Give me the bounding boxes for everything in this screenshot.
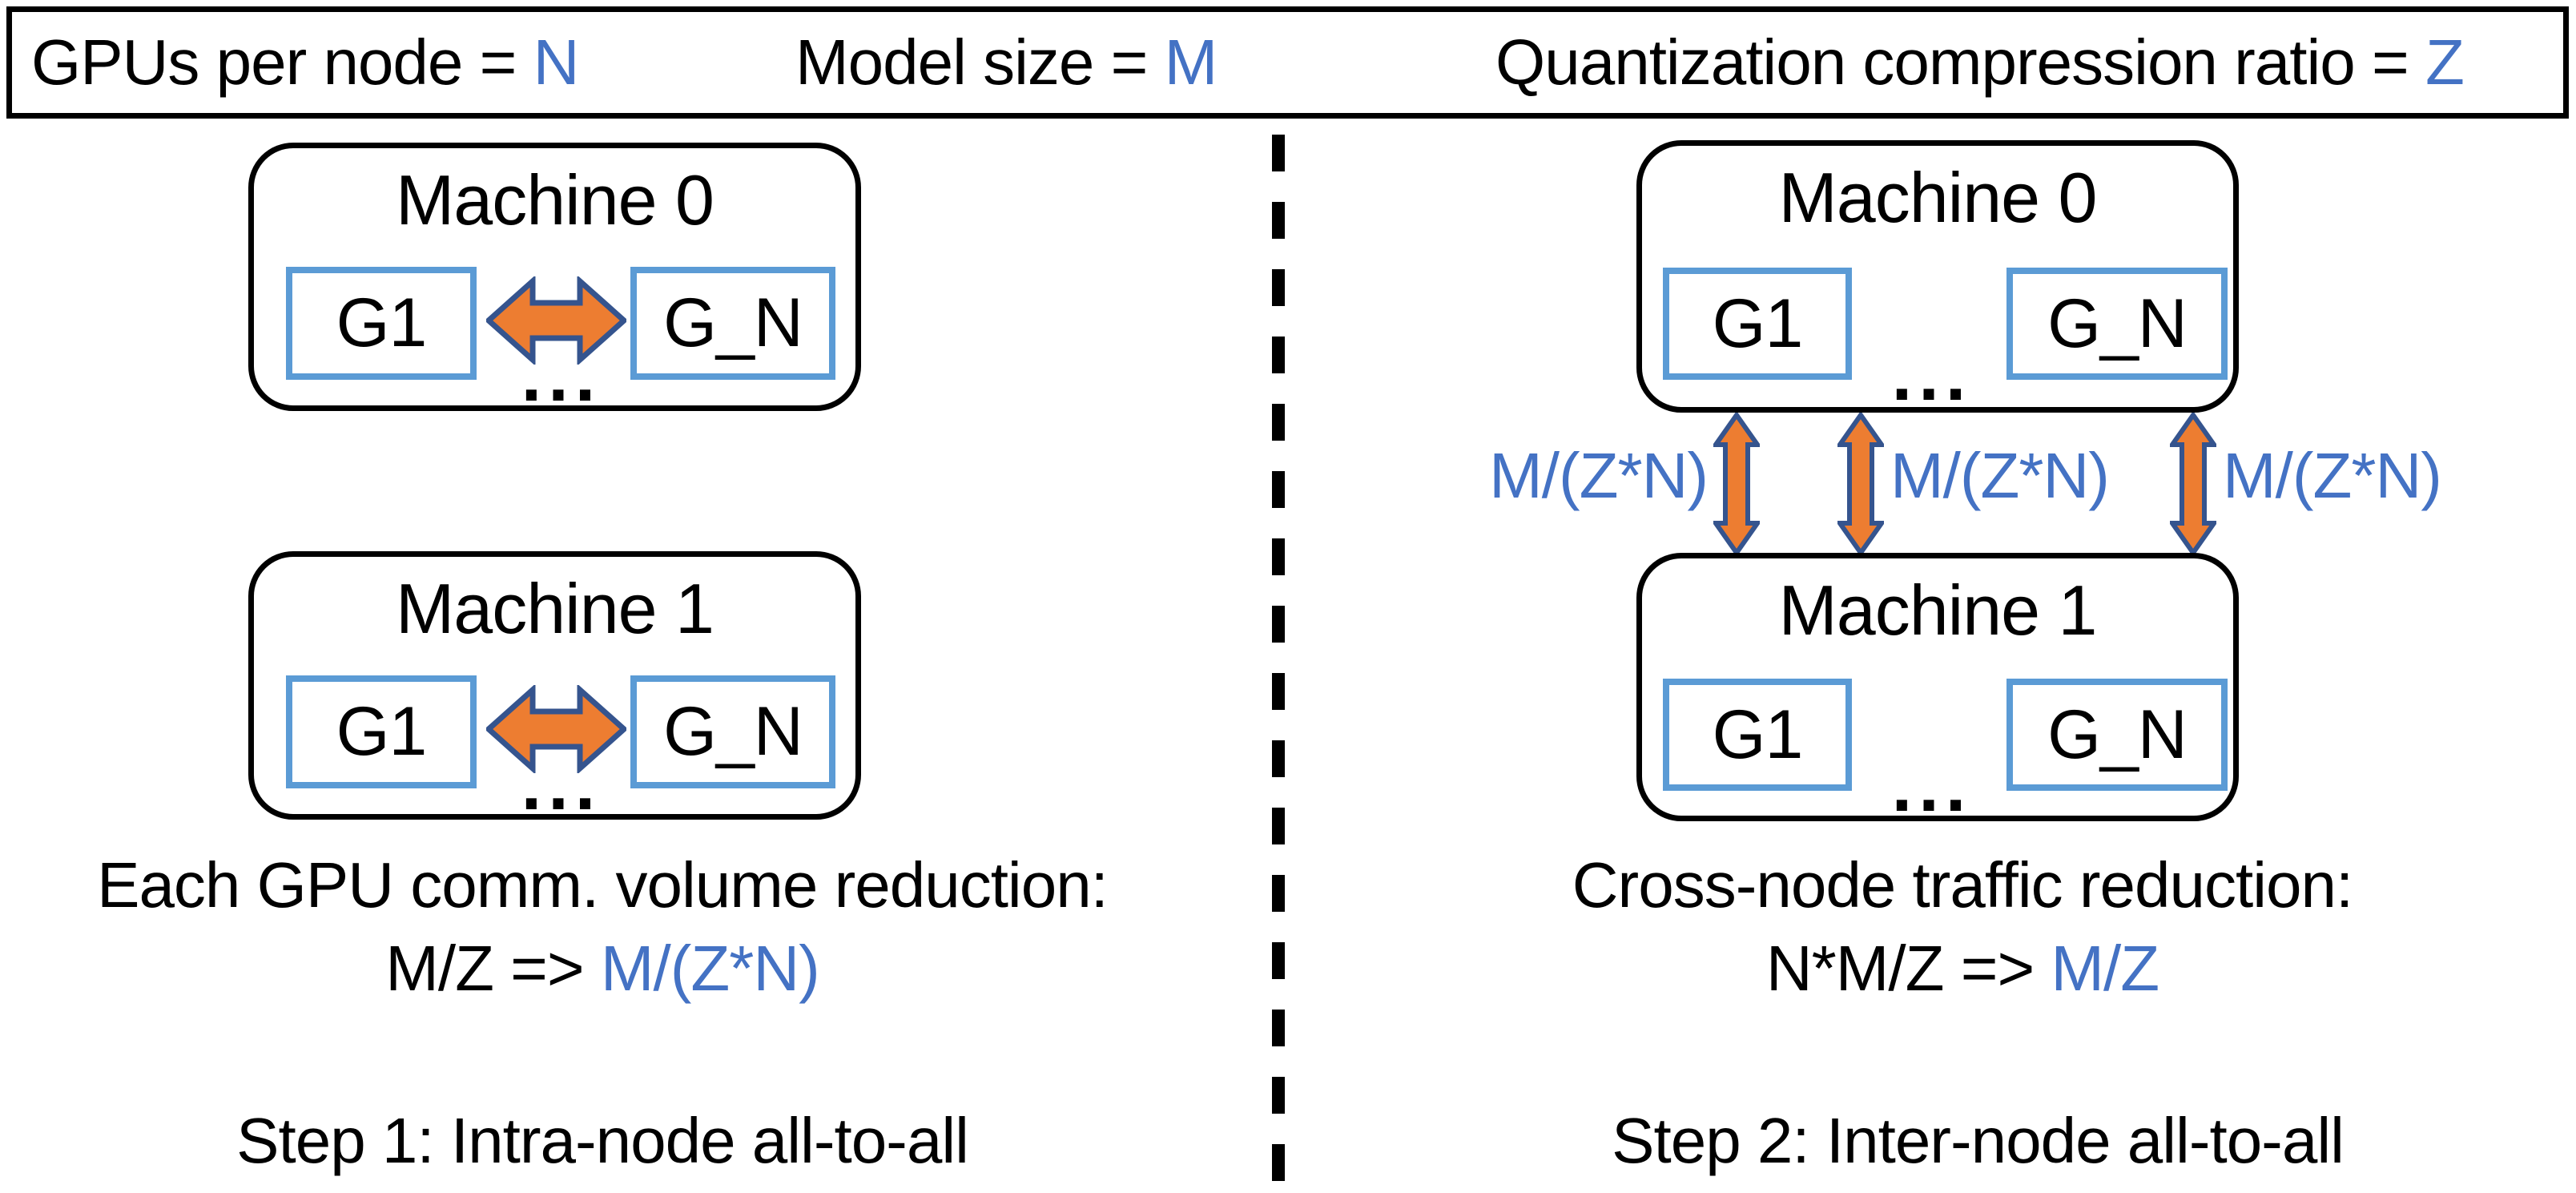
right-machine-0-gpu-g1-box: G1 bbox=[1663, 268, 1852, 380]
legend-quantization-ratio-var: Z bbox=[2425, 26, 2465, 98]
legend-gpus-per-node-var: N bbox=[533, 26, 580, 98]
step1-caption: Step 1: Intra-node all-to-all bbox=[236, 1105, 969, 1176]
ellipsis-more-gpus: ... bbox=[1891, 745, 1973, 827]
gpu-label: G_N bbox=[2047, 695, 2188, 773]
right-machine-1-gpu-gn-box: G_N bbox=[2006, 679, 2228, 791]
gpu-label: G1 bbox=[1712, 695, 1804, 773]
intra-node-double-arrow-icon bbox=[486, 276, 626, 365]
right-reduction-before: N*M/Z => bbox=[1765, 933, 2051, 1004]
left-reduction-after: M/(Z*N) bbox=[600, 933, 820, 1004]
left-machine-0-title: Machine 0 bbox=[395, 160, 714, 240]
left-machine-1-box: Machine 1 G1 G_N ... bbox=[248, 551, 861, 825]
left-machine-1-gpu-gn-box: G_N bbox=[630, 675, 835, 788]
link-traffic-label: M/(Z*N) bbox=[2223, 440, 2442, 511]
legend-gpus-per-node-label: GPUs per node = bbox=[31, 26, 533, 98]
right-machine-0-box: Machine 0 G1 G_N ... bbox=[1636, 140, 2239, 413]
gpu-label: G1 bbox=[1712, 284, 1804, 362]
left-machine-1-gpu-g1-box: G1 bbox=[286, 675, 477, 788]
link-traffic-label: M/(Z*N) bbox=[1890, 440, 2110, 511]
gpu-label: G_N bbox=[663, 693, 803, 770]
dashed-divider bbox=[1272, 135, 1285, 1193]
right-machine-0-gpu-gn-box: G_N bbox=[2006, 268, 2228, 380]
legend-quantization-ratio-label: Quantization compression ratio = bbox=[1495, 26, 2425, 98]
left-reduction-line2: M/Z => M/(Z*N) bbox=[0, 927, 1205, 1010]
right-machine-0-title: Machine 0 bbox=[1778, 158, 2097, 237]
step2-caption: Step 2: Inter-node all-to-all bbox=[1612, 1105, 2345, 1176]
legend-gpus-per-node: GPUs per node = N bbox=[31, 26, 580, 99]
left-machine-1-title: Machine 1 bbox=[395, 569, 714, 648]
right-reduction-text: Cross-node traffic reduction: N*M/Z => M… bbox=[1482, 844, 2443, 1010]
ellipsis-more-gpus: ... bbox=[1891, 334, 1973, 416]
legend-quantization-ratio: Quantization compression ratio = Z bbox=[1495, 26, 2465, 99]
legend-model-size-label: Model size = bbox=[795, 26, 1165, 98]
left-reduction-line1: Each GPU comm. volume reduction: bbox=[97, 849, 1109, 921]
left-machine-0-box: Machine 0 G1 G_N ... bbox=[248, 143, 861, 417]
left-reduction-text: Each GPU comm. volume reduction: M/Z => … bbox=[0, 844, 1205, 1010]
right-machine-1-box: Machine 1 G1 G_N ... bbox=[1636, 553, 2239, 827]
right-reduction-after: M/Z bbox=[2051, 933, 2159, 1004]
inter-node-double-arrow-icon bbox=[1837, 413, 1884, 555]
inter-node-double-arrow-icon bbox=[2170, 413, 2216, 555]
ellipsis-more-gpus: ... bbox=[521, 744, 602, 825]
inter-node-double-arrow-icon bbox=[1713, 413, 1760, 555]
legend-model-size: Model size = M bbox=[795, 26, 1218, 99]
link-traffic-label: M/(Z*N) bbox=[1489, 440, 1709, 511]
gpu-label: G1 bbox=[336, 284, 428, 361]
intra-node-double-arrow-icon bbox=[486, 685, 626, 773]
left-reduction-before: M/Z => bbox=[385, 933, 601, 1004]
right-machine-1-title: Machine 1 bbox=[1778, 570, 2097, 650]
left-machine-0-gpu-g1-box: G1 bbox=[286, 267, 477, 380]
legend-model-size-var: M bbox=[1164, 26, 1218, 98]
left-machine-0-gpu-gn-box: G_N bbox=[630, 267, 835, 380]
ellipsis-more-gpus: ... bbox=[521, 335, 602, 417]
right-reduction-line2: N*M/Z => M/Z bbox=[1482, 927, 2443, 1010]
right-machine-1-gpu-g1-box: G1 bbox=[1663, 679, 1852, 791]
gpu-label: G_N bbox=[2047, 284, 2188, 362]
gpu-label: G1 bbox=[336, 693, 428, 770]
right-reduction-line1: Cross-node traffic reduction: bbox=[1572, 849, 2353, 921]
gpu-label: G_N bbox=[663, 284, 803, 361]
legend-banner: GPUs per node = N Model size = M Quantiz… bbox=[6, 6, 2569, 119]
